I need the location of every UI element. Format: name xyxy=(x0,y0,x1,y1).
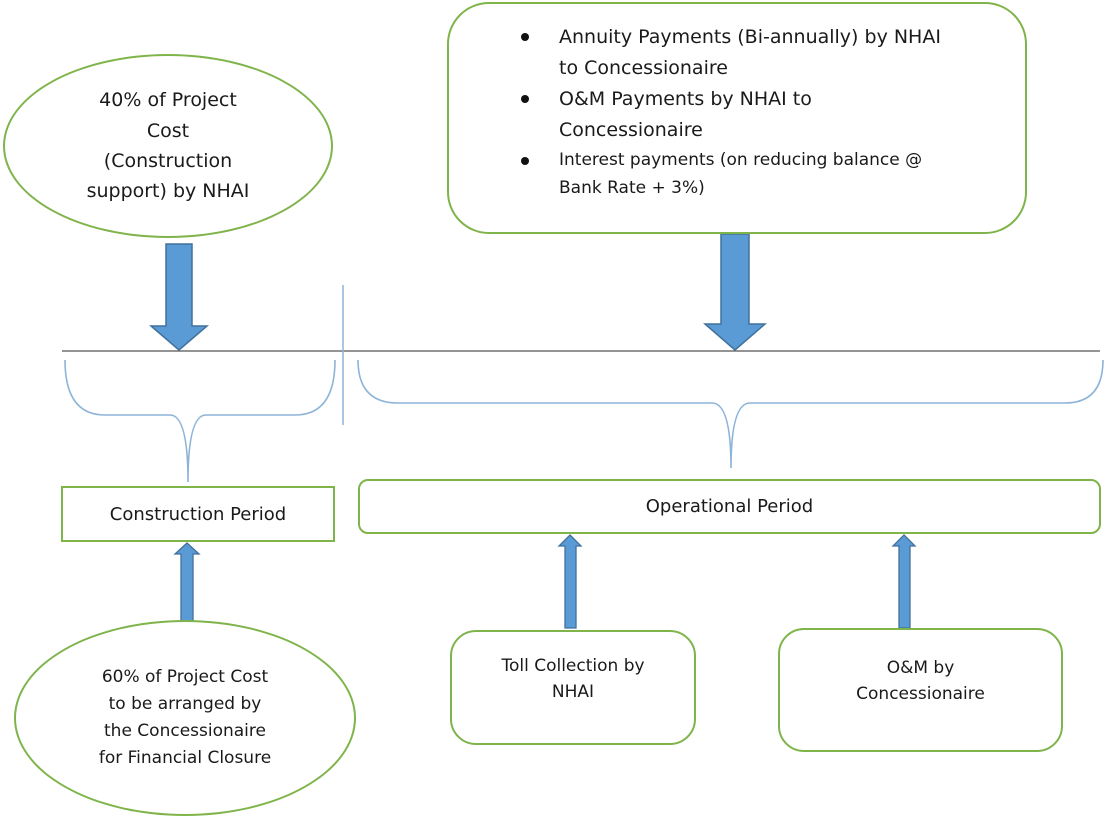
toll-collection-arrow xyxy=(557,534,583,629)
construction-period-label: Construction Period xyxy=(109,503,287,525)
list-item: O&M Payments by NHAI to Concessionaire xyxy=(521,84,941,146)
om-concessionaire-node: O&M by Concessionaire xyxy=(778,628,1063,752)
list-item: Interest payments (on reducing balance @… xyxy=(521,146,941,202)
om-concessionaire-arrow xyxy=(891,534,917,629)
concessionaire-funding-node: 60% of Project Cost to be arranged by th… xyxy=(14,620,356,816)
construction-period-node: Construction Period xyxy=(61,486,335,542)
list-item: Annuity Payments (Bi-annually) by NHAI t… xyxy=(521,22,941,84)
toll-collection-node: Toll Collection by NHAI xyxy=(450,630,696,745)
operational-period-node: Operational Period xyxy=(358,479,1101,534)
construction-period-brace xyxy=(64,359,336,483)
construction-support-text: 40% of Project Cost (Construction suppor… xyxy=(86,89,250,203)
operational-period-label: Operational Period xyxy=(645,496,814,517)
operational-payments-arrow xyxy=(702,233,768,351)
operational-payments-list: Annuity Payments (Bi-annually) by NHAI t… xyxy=(449,22,941,202)
operational-period-brace xyxy=(357,359,1104,469)
toll-collection-text: Toll Collection by NHAI xyxy=(501,656,645,702)
om-concessionaire-text: O&M by Concessionaire xyxy=(856,658,985,704)
construction-support-arrow xyxy=(148,243,210,351)
concessionaire-funding-arrow xyxy=(173,542,201,622)
concessionaire-funding-text: 60% of Project Cost to be arranged by th… xyxy=(98,666,272,769)
construction-support-node: 40% of Project Cost (Construction suppor… xyxy=(3,54,333,238)
operational-payments-node: Annuity Payments (Bi-annually) by NHAI t… xyxy=(447,2,1027,234)
